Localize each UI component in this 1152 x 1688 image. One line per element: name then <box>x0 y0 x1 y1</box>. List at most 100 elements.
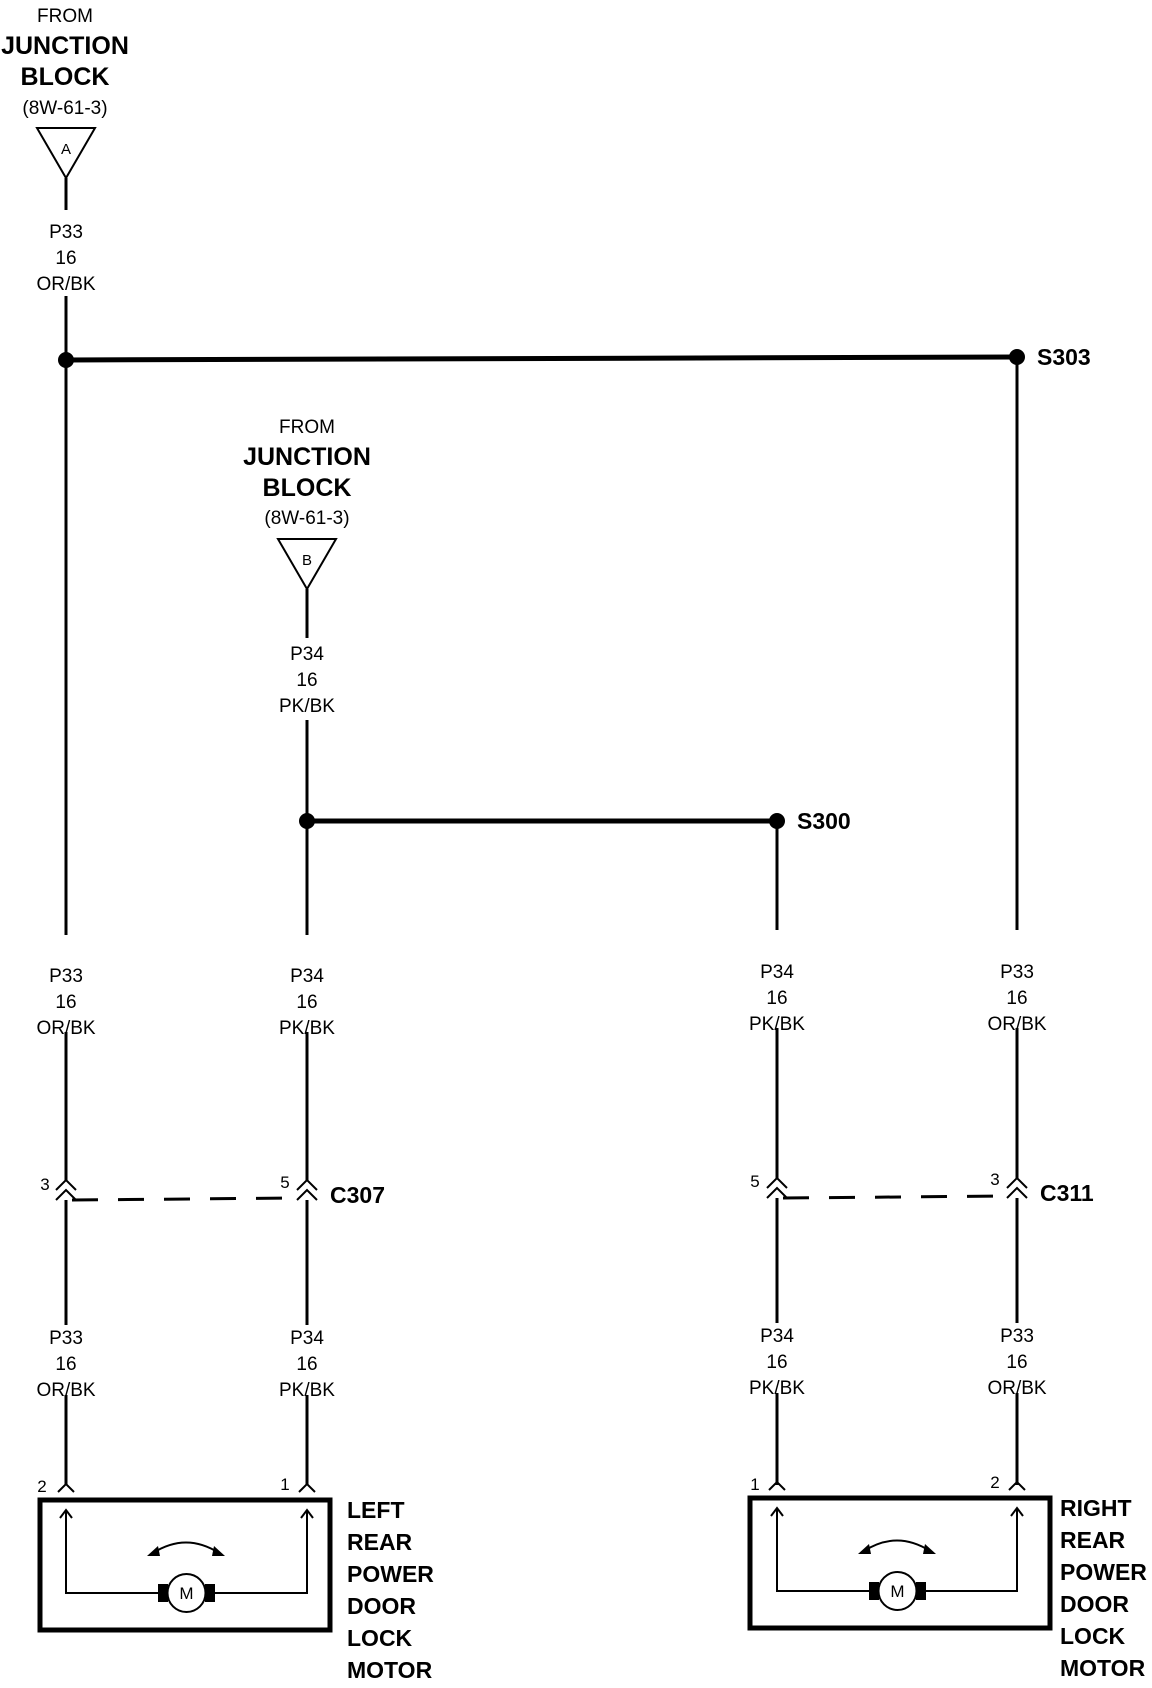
wire-label: P34 <box>290 1328 324 1349</box>
splice-dot-s303 <box>1009 349 1025 365</box>
motor-label: LOCK <box>1060 1623 1126 1649</box>
motor-label: POWER <box>1060 1559 1147 1585</box>
connector-c307: 3 5 C307 <box>40 1173 385 1208</box>
motor-internal-wire <box>776 1508 869 1592</box>
motor-brush <box>916 1582 926 1600</box>
arrowhead <box>923 1544 936 1554</box>
chevron-icon <box>1006 1176 1028 1199</box>
source-junction-block-a: FROM JUNCTION BLOCK (8W-61-3) A <box>1 6 129 180</box>
chevron-icon <box>296 1178 318 1201</box>
motor-symbol: M <box>890 1582 904 1601</box>
arrowhead <box>858 1544 871 1554</box>
wire-label: PK/BK <box>749 1378 805 1399</box>
wire-labels: P33 16 OR/BK P34 16 PK/BK P33 16 OR/BK P… <box>36 222 1046 1401</box>
wire-label: 16 <box>55 992 76 1013</box>
motor-label: POWER <box>347 1561 434 1587</box>
source-junction-block-b: FROM JUNCTION BLOCK (8W-61-3) B <box>243 417 371 591</box>
wire-label: P34 <box>760 1326 794 1347</box>
wire-label: P33 <box>1000 1326 1034 1347</box>
splice-dot-left-top <box>58 352 74 368</box>
wire-label: PK/BK <box>279 1380 335 1401</box>
motor-label: LEFT <box>347 1497 405 1523</box>
source-a-line2: BLOCK <box>21 63 110 91</box>
motor-brush <box>158 1584 168 1602</box>
chevron-icon <box>57 1482 75 1493</box>
motor-label: MOTOR <box>1060 1655 1146 1681</box>
chevron-icon <box>766 1176 788 1199</box>
wire-label: P34 <box>290 966 324 987</box>
arrow-icon <box>1010 1506 1024 1517</box>
wire-label: 16 <box>296 670 317 691</box>
wire-label: OR/BK <box>987 1014 1046 1035</box>
wire-label: PK/BK <box>749 1014 805 1035</box>
motor-symbol: M <box>179 1584 193 1603</box>
wire-label: 16 <box>1006 1352 1027 1373</box>
wire-label: P33 <box>49 966 83 987</box>
motor-label: DOOR <box>1060 1591 1129 1617</box>
connector-label-c311: C311 <box>1040 1180 1094 1206</box>
splice-label-s303: S303 <box>1037 344 1091 370</box>
chevron-icon <box>55 1178 77 1201</box>
wire-label: OR/BK <box>36 274 95 295</box>
arrow-icon <box>770 1506 784 1517</box>
rotation-arrow-icon <box>152 1541 220 1554</box>
source-a-pin: A <box>61 141 71 158</box>
c311-dashed-link <box>782 1194 1011 1200</box>
wire-label: P34 <box>760 962 794 983</box>
motor-label: REAR <box>347 1529 413 1555</box>
wire-label: OR/BK <box>36 1018 95 1039</box>
pin-number: 2 <box>990 1473 999 1492</box>
pin-number: 5 <box>280 1173 289 1192</box>
motor-internal-wire <box>65 1510 158 1594</box>
wire-label: 16 <box>55 1354 76 1375</box>
wire-label: 16 <box>766 1352 787 1373</box>
chevron-icon <box>768 1480 786 1491</box>
wire-label: 16 <box>766 988 787 1009</box>
arrowhead <box>212 1546 225 1556</box>
wire-label: OR/BK <box>36 1380 95 1401</box>
wire-label: P33 <box>49 222 83 243</box>
wire-label: P33 <box>1000 962 1034 983</box>
pin-number: 5 <box>750 1172 759 1191</box>
wire-label: P34 <box>290 644 324 665</box>
arrow-icon <box>59 1508 73 1519</box>
arrow-icon <box>300 1508 314 1519</box>
source-b-pin: B <box>302 552 312 569</box>
source-a-from: FROM <box>37 6 93 27</box>
wire-label: 16 <box>1006 988 1027 1009</box>
chevron-icon <box>1008 1480 1026 1491</box>
wire-label: 16 <box>296 992 317 1013</box>
motor-label: DOOR <box>347 1593 416 1619</box>
wire-label: 16 <box>296 1354 317 1375</box>
source-a-ref: (8W-61-3) <box>22 98 107 119</box>
pin-number: 3 <box>990 1170 999 1189</box>
wire-label: OR/BK <box>987 1378 1046 1399</box>
source-a-triangle <box>35 127 97 180</box>
source-b-line1: JUNCTION <box>243 443 371 471</box>
motor-label: REAR <box>1060 1527 1126 1553</box>
source-a-line1: JUNCTION <box>1 32 129 60</box>
motor-enclosure <box>37 1497 333 1633</box>
wire-label: PK/BK <box>279 696 335 717</box>
chevron-icon <box>298 1482 316 1493</box>
source-b-from: FROM <box>279 417 335 438</box>
pin-number: 1 <box>280 1475 289 1494</box>
bus-s303 <box>65 354 1018 363</box>
pin-number: 1 <box>750 1475 759 1494</box>
motor-enclosure <box>747 1495 1053 1631</box>
connector-c311: 5 3 C311 <box>750 1170 1094 1206</box>
motor-icon <box>877 1571 918 1611</box>
motor-internal-wire <box>925 1508 1018 1592</box>
wire-label: P33 <box>49 1328 83 1349</box>
pin-number: 2 <box>37 1477 46 1496</box>
arrowhead <box>147 1546 160 1556</box>
connector-label-c307: C307 <box>330 1182 385 1208</box>
right-rear-door-lock-motor: 1 2 M RIGHT REAR POWER DOOR LOCK MOTOR <box>747 1473 1147 1681</box>
pin-number: 3 <box>40 1175 49 1194</box>
wire-label: 16 <box>55 248 76 269</box>
motor-brush <box>869 1582 879 1600</box>
splice-label-s300: S300 <box>797 808 851 834</box>
motor-internal-wire <box>215 1510 308 1594</box>
wire-label: PK/BK <box>279 1018 335 1039</box>
